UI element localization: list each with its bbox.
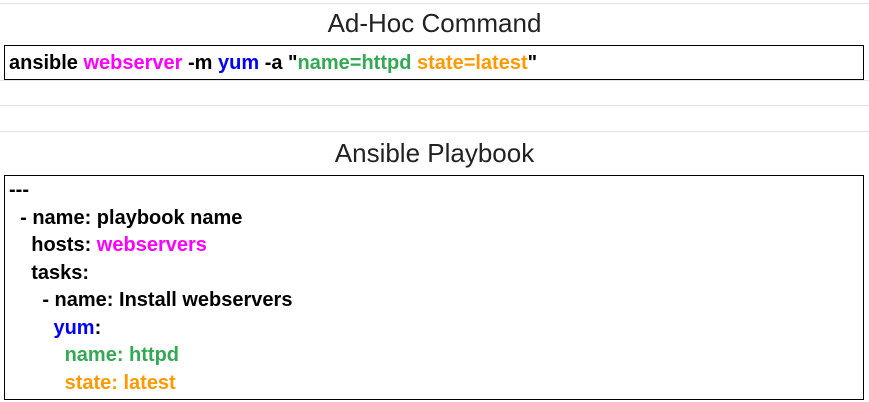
arg-name: name=httpd [297, 52, 412, 74]
yaml-doc-start: --- [9, 179, 29, 201]
adhoc-command-line: ansible webserver -m yum -a "name=httpd … [9, 52, 537, 75]
adhoc-title: Ad-Hoc Command [327, 8, 542, 38]
module-indent [9, 317, 53, 339]
yaml-module-line: yum: [9, 317, 101, 340]
playbook-box: --- - name: playbook name hosts: webserv… [4, 175, 864, 400]
command-prefix: ansible [9, 52, 84, 74]
grid-line [0, 3, 869, 4]
playbook-title: Ansible Playbook [334, 138, 535, 168]
module-name: yum [218, 52, 260, 74]
yaml-task-name: - name: Install webservers [9, 289, 293, 311]
hosts-value: webservers [96, 234, 207, 256]
arg-state: state=latest [417, 52, 528, 74]
yaml-play-name: - name: playbook name [9, 207, 243, 229]
grid-line [0, 80, 869, 81]
yaml-param-state: state: latest [9, 372, 176, 394]
module-flag: -m [182, 52, 219, 74]
module-colon: : [94, 317, 102, 339]
host-pattern: webserver [83, 52, 183, 74]
arg-close-quote: " [527, 52, 538, 74]
yaml-hosts-line: hosts: webservers [9, 234, 207, 257]
hosts-label: hosts: [9, 234, 97, 256]
adhoc-command-box: ansible webserver -m yum -a "name=httpd … [4, 45, 864, 80]
grid-line [0, 105, 869, 106]
yaml-tasks-label: tasks: [9, 262, 90, 284]
playbook-module-name: yum [53, 317, 95, 339]
grid-line [0, 131, 869, 132]
yaml-param-name: name: httpd [9, 344, 179, 366]
arg-flag: -a " [259, 52, 298, 74]
